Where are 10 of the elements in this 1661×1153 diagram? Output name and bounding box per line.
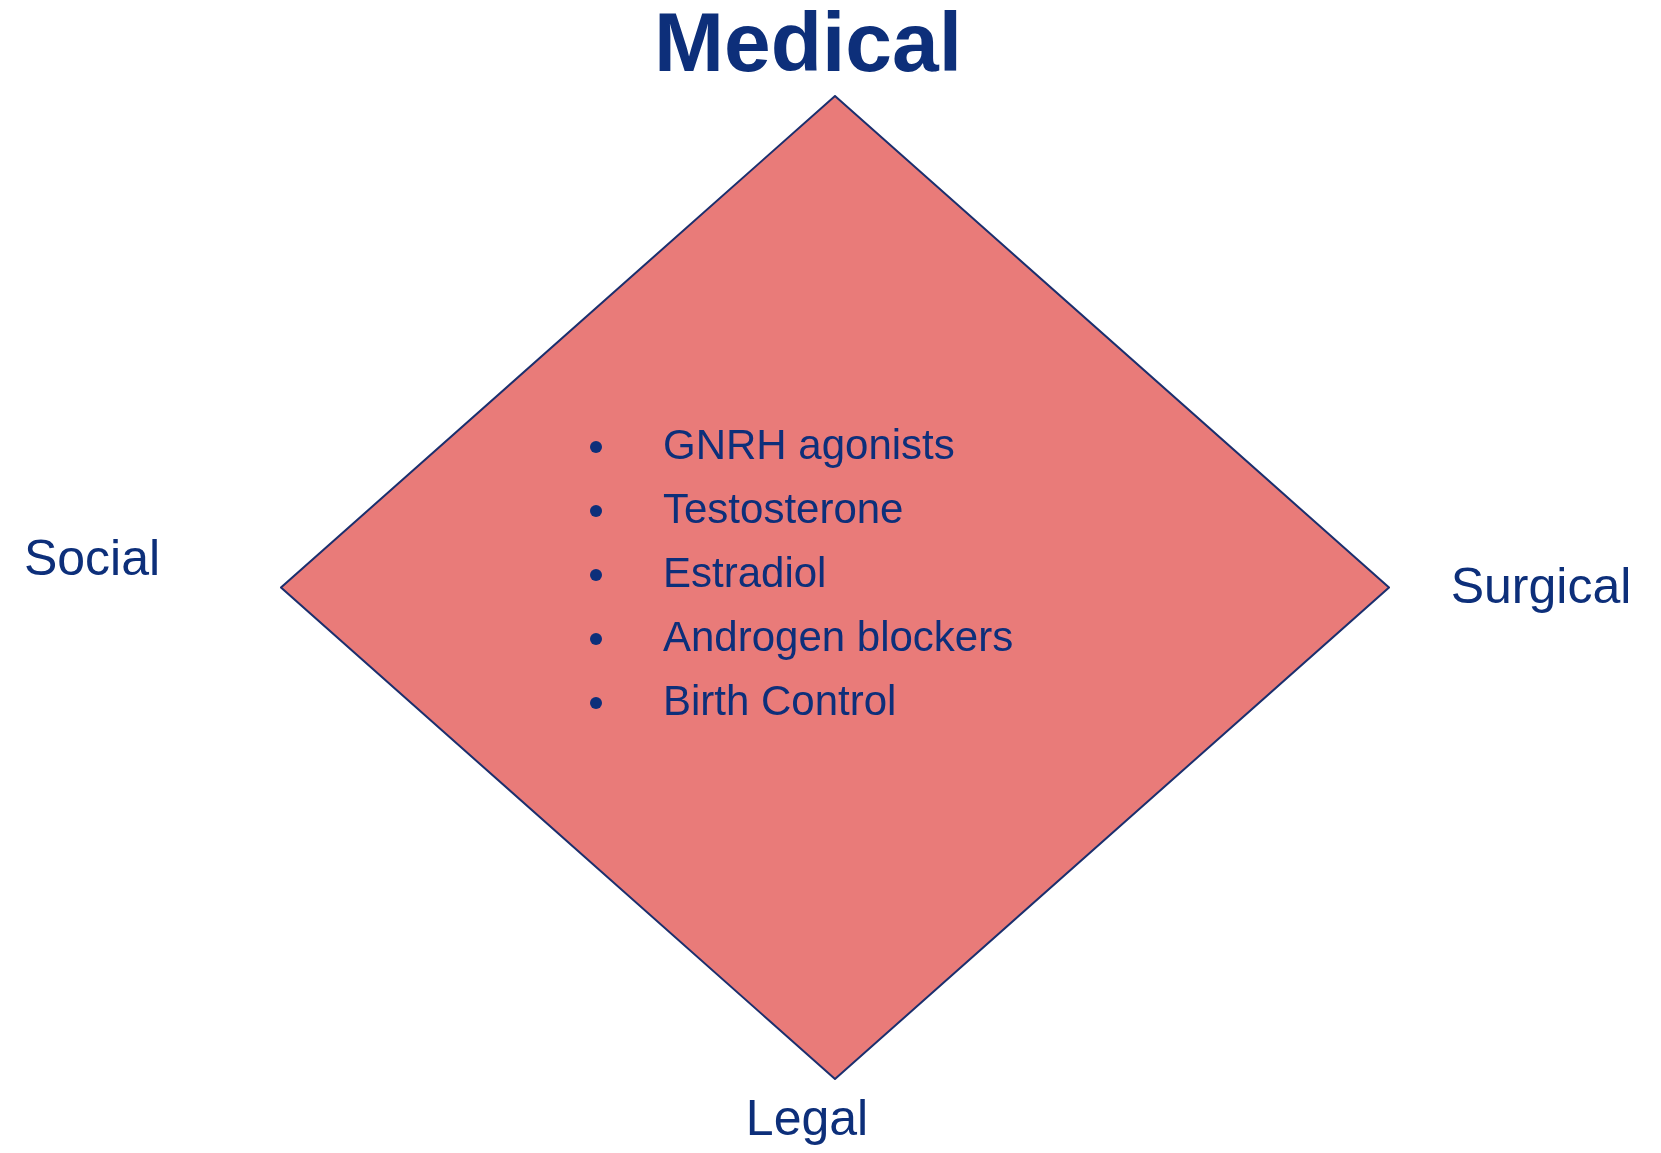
axis-label: Legal <box>745 1089 869 1147</box>
bullet-item: Testosterone <box>590 477 1014 541</box>
axis-label: Surgical <box>1450 557 1632 615</box>
bullet-item: Androgen blockers <box>590 605 1014 669</box>
bullet-item: GNRH agonists <box>590 413 1014 477</box>
bullet-item: Estradiol <box>590 541 1014 605</box>
axis-label: Medical <box>653 0 963 91</box>
bullet-item: Birth Control <box>590 669 1014 733</box>
axis-label: Social <box>23 529 161 587</box>
diamond-shape <box>280 95 1390 1080</box>
